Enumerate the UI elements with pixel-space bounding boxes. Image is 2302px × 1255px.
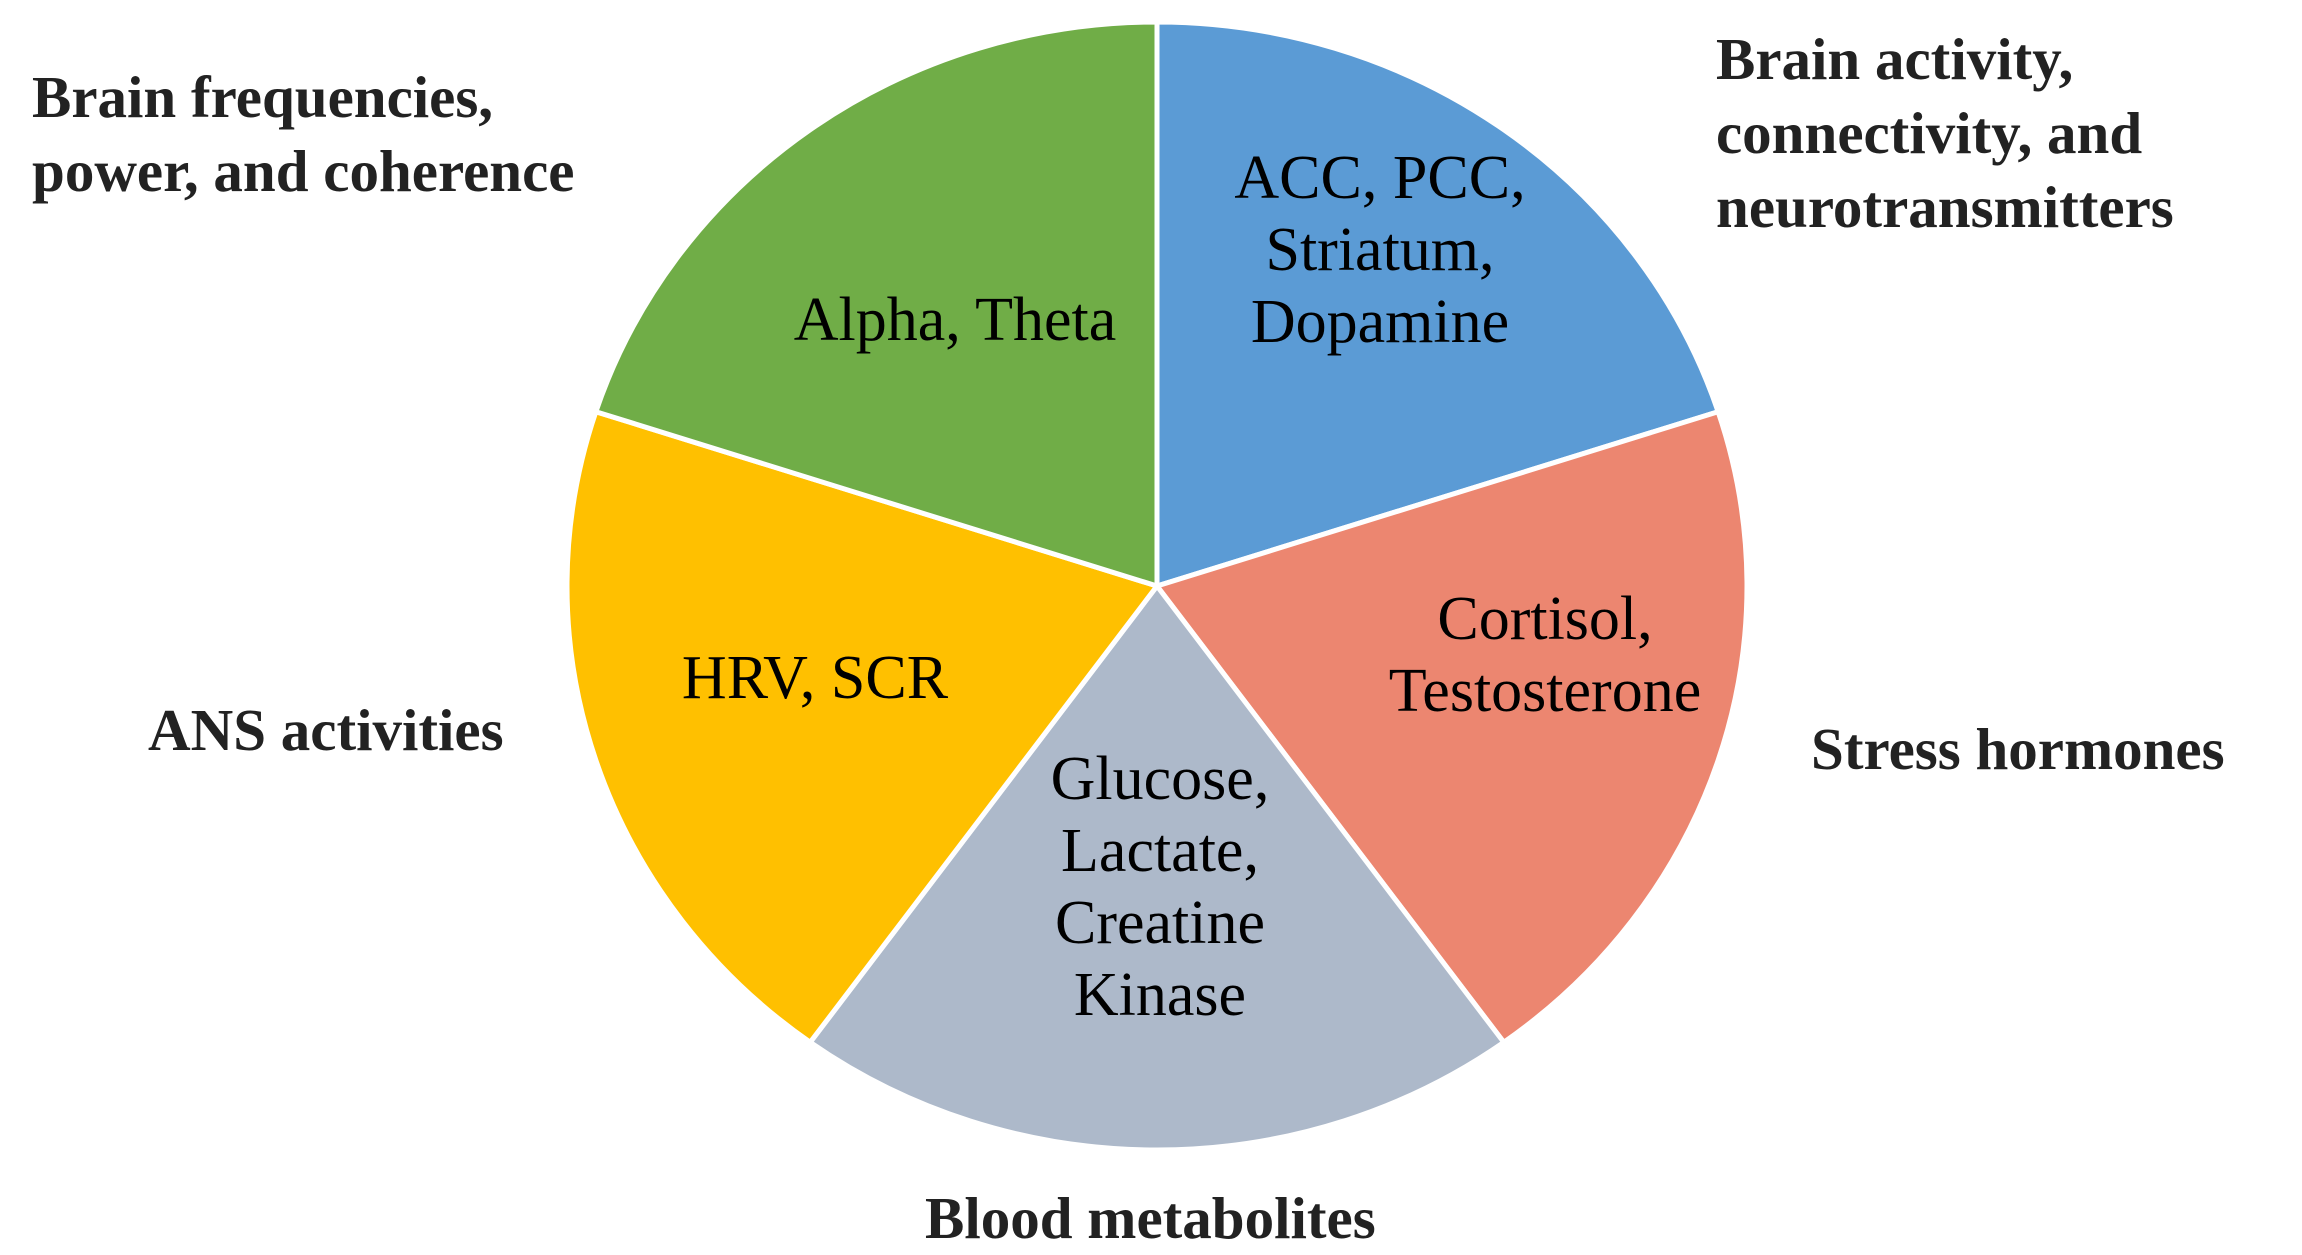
category-label-brain-activity: Brain activity, connectivity, and neurot… [1716,22,2174,244]
pie-slice [593,19,1160,589]
slice-data-label-line: Glucose, [1051,745,1270,813]
category-label-line: Brain activity, [1716,26,2074,92]
slice-data-label-line: Lactate, [1061,817,1259,885]
slice-data-label: ACC, PCC,Striatum,Dopamine [1234,144,1525,356]
pie-slice [1154,409,1750,1045]
category-label-brain-frequencies: Brain frequencies, power, and coherence [32,60,574,208]
category-label-stress-hormones: Stress hormones [1811,712,2225,786]
pie-slice [564,409,1160,1045]
slice-data-label-line: Dopamine [1251,288,1509,356]
slice-data-label-line: HRV, SCR [682,644,949,712]
slice-data-label-line: Testosterone [1389,657,1701,725]
pie-slice [1154,19,1721,589]
category-label-line: Stress hormones [1811,716,2225,782]
slice-data-label-line: ACC, PCC, [1234,144,1525,212]
category-label-blood-metabolites: Blood metabolites [925,1181,1376,1255]
category-label-line: power, and coherence [32,138,575,204]
slice-data-label-line: Kinase [1074,961,1246,1029]
pie-slices [564,19,1750,1153]
slice-data-label: HRV, SCR [682,644,949,712]
category-label-ans-activities: ANS activities [148,693,504,767]
slice-labels: ACC, PCC,Striatum,DopamineCortisol,Testo… [682,144,1701,1029]
category-label-line: Blood metabolites [925,1185,1376,1251]
category-label-line: connectivity, and [1716,100,2143,166]
category-label-line: Brain frequencies, [32,64,494,130]
slice-data-label-line: Creatine [1055,889,1265,957]
category-label-line: neurotransmitters [1716,174,2174,240]
pie-slice [807,583,1507,1153]
slice-data-label: Cortisol,Testosterone [1389,585,1701,725]
slice-data-label-line: Striatum, [1265,216,1494,284]
slice-data-label: Alpha, Theta [794,286,1117,354]
slice-data-label-line: Alpha, Theta [794,286,1117,354]
category-label-line: ANS activities [148,697,504,763]
slice-data-label-line: Cortisol, [1437,585,1652,653]
